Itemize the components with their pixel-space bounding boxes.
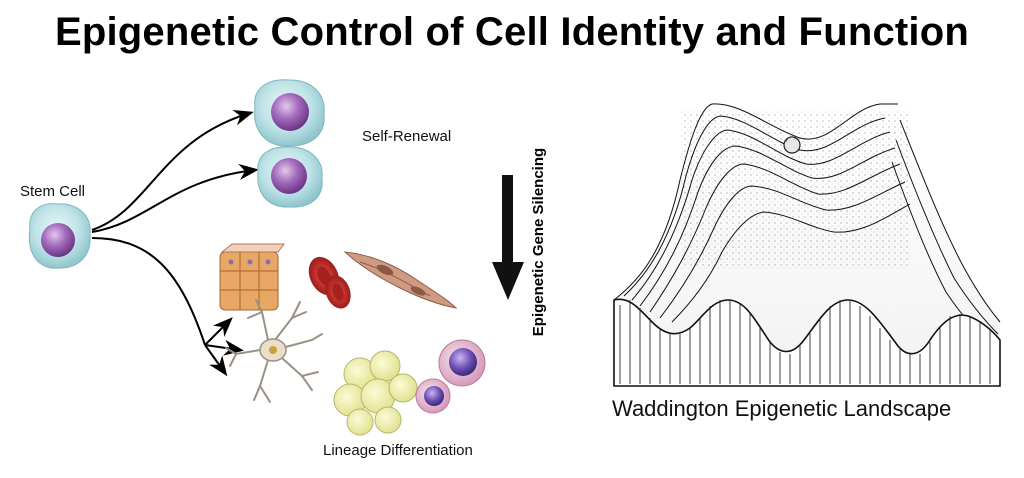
waddington-landscape-illustration	[613, 103, 1001, 387]
self-renewal-cell-icon	[254, 79, 325, 147]
waddington-caption: Waddington Epigenetic Landscape	[612, 396, 952, 421]
figure-title: Epigenetic Control of Cell Identity and …	[54, 10, 970, 54]
epigenetic-gene-silencing-label: Epigenetic Gene Silencing	[530, 147, 547, 337]
lymphocytes-icon	[415, 339, 486, 414]
landscape-ball-icon	[783, 136, 801, 154]
self-renewal-label: Self-Renewal	[362, 128, 452, 145]
red-blood-cells-icon	[308, 256, 351, 309]
smooth-muscle-cells-icon	[343, 251, 458, 309]
stem-cell-icon	[28, 203, 91, 269]
epithelial-cells-icon	[219, 243, 285, 311]
stem-cell-label: Stem Cell	[20, 183, 86, 200]
adipocytes-icon	[333, 350, 418, 436]
differentiation-arrows	[91, 109, 259, 377]
silencing-arrow	[492, 175, 524, 300]
neuron-icon	[225, 299, 323, 403]
lineage-differentiation-label: Lineage Differentiation	[323, 442, 473, 459]
self-renewal-cell-icon	[257, 146, 323, 208]
